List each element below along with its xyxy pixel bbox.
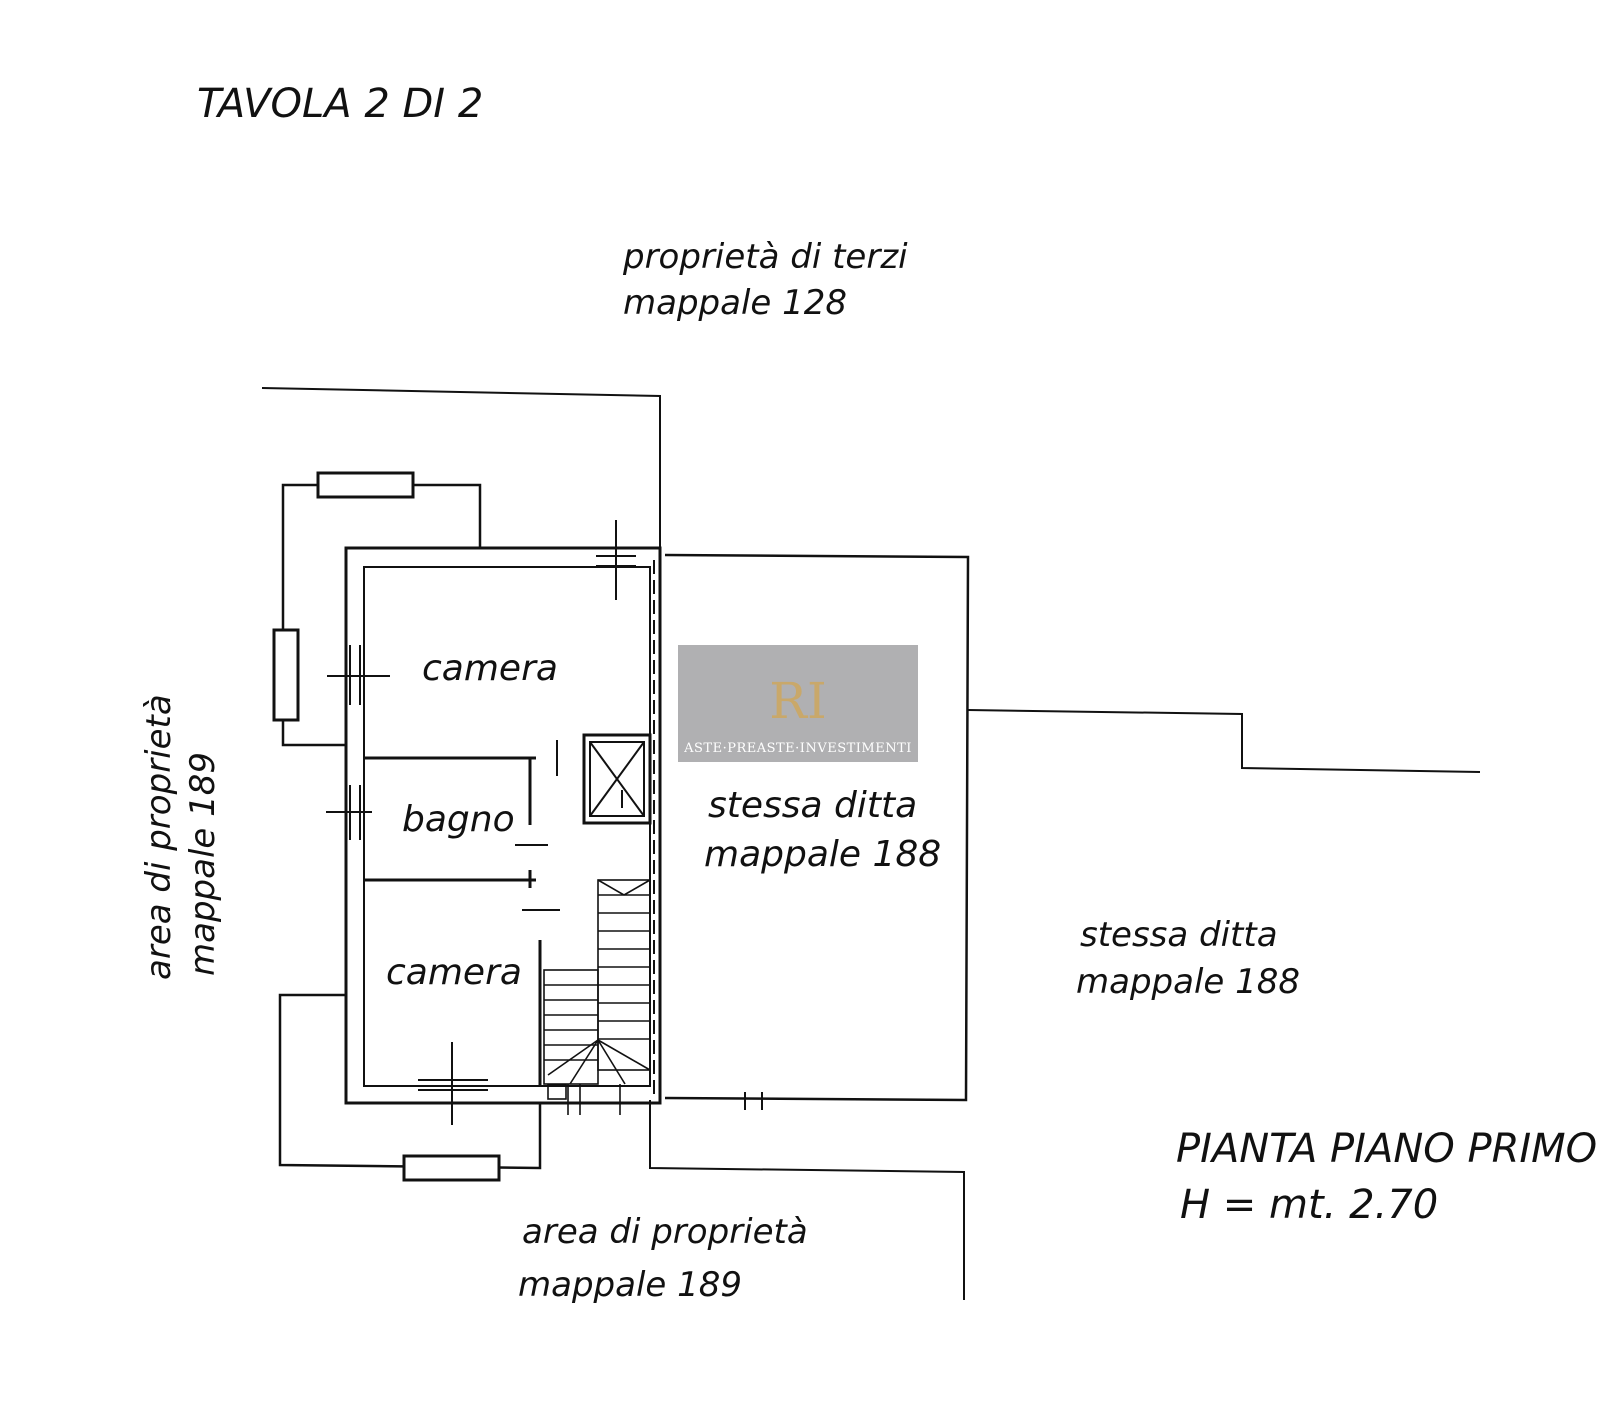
watermark-text: ASTE·PREASTE·INVESTIMENTI [683, 741, 912, 756]
center-line2: mappale 188 [704, 834, 941, 875]
shaft [582, 733, 652, 825]
sheet-label: TAVOLA 2 DI 2 [197, 81, 483, 127]
boundary-east [967, 709, 1481, 773]
staircase [543, 879, 651, 1115]
inner-wall [363, 566, 651, 1087]
building [344, 546, 970, 1105]
window-marks [326, 520, 763, 1125]
south-neighbor-label: area di proprietà mappale 189 [518, 1212, 808, 1305]
east-line2: mappale 188 [1076, 962, 1300, 1002]
plan-title: PIANTA PIANO PRIMO H = mt. 2.70 [1176, 1126, 1597, 1228]
north-line1: proprietà di terzi [622, 237, 908, 277]
plan-title-line1: PIANTA PIANO PRIMO [1176, 1126, 1597, 1172]
south-line1: area di proprietà [522, 1212, 808, 1252]
watermark: RI ASTE·PREASTE·INVESTIMENTI [678, 645, 918, 762]
boundary-south [649, 1100, 965, 1300]
watermark-monogram: RI [769, 672, 826, 730]
center-neighbor-label: stessa ditta mappale 188 [704, 785, 941, 875]
east-line1: stessa ditta [1080, 915, 1278, 955]
west-line1: area di proprietà [139, 694, 179, 980]
west-line2: mappale 189 [183, 752, 223, 976]
balcony-south-west [278, 993, 542, 1170]
room-label-bagno: bagno [402, 799, 515, 840]
east-neighbor-label: stessa ditta mappale 188 [1076, 915, 1300, 1002]
room-label-camera-bottom: camera [386, 952, 522, 993]
north-line2: mappale 128 [623, 283, 847, 323]
balconies [272, 471, 542, 1182]
center-line1: stessa ditta [708, 785, 917, 826]
west-neighbor-label: area di proprietà mappale 189 [139, 694, 223, 980]
balcony-north-west [281, 483, 482, 747]
north-neighbor-label: proprietà di terzi mappale 128 [622, 237, 908, 323]
plan-title-line2: H = mt. 2.70 [1180, 1182, 1438, 1228]
neighbor-block [664, 553, 970, 1102]
outer-wall [344, 546, 662, 1105]
room-label-camera-top: camera [422, 648, 558, 689]
south-line2: mappale 189 [518, 1265, 742, 1305]
